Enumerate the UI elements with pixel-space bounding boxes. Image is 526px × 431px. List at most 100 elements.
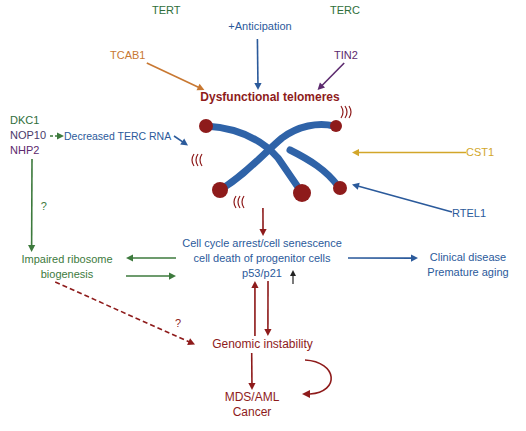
node-text: TCAB1 bbox=[110, 48, 156, 63]
arrow-head bbox=[352, 149, 359, 156]
process-label: Impaired ribosome biogenesis bbox=[8, 252, 126, 282]
gene-label: RTEL1 bbox=[452, 206, 492, 221]
connector-line bbox=[262, 208, 264, 230]
increase-arrow bbox=[292, 274, 293, 284]
connector-line bbox=[50, 135, 58, 137]
telomere-end bbox=[330, 120, 342, 132]
telomere-end bbox=[293, 184, 311, 202]
connector-line bbox=[254, 287, 256, 336]
connector bbox=[264, 281, 271, 336]
arrow-head bbox=[126, 254, 133, 261]
edge-label: ? bbox=[175, 317, 181, 330]
connector bbox=[254, 39, 261, 90]
connector bbox=[352, 183, 452, 212]
arrow-head bbox=[251, 281, 258, 288]
node-text: +Anticipation bbox=[130, 19, 390, 34]
connector-line bbox=[358, 152, 466, 154]
connector bbox=[248, 353, 255, 390]
arrow-head bbox=[290, 270, 296, 276]
connector-line bbox=[31, 159, 33, 246]
gene-label: TCAB1 bbox=[110, 48, 156, 63]
connector-line bbox=[174, 136, 183, 142]
vibration-mark bbox=[341, 106, 343, 118]
connector-line bbox=[251, 353, 253, 384]
arrow-head bbox=[264, 329, 271, 336]
gene-group: TERT TERC+Anticipation bbox=[130, 3, 390, 39]
arrow-head bbox=[318, 82, 325, 90]
node-text: RTEL1 bbox=[452, 206, 492, 221]
edge-label: ? bbox=[41, 199, 47, 212]
node-text: NOP10 bbox=[10, 128, 50, 143]
telomere-end bbox=[199, 119, 213, 133]
connector-line bbox=[348, 257, 412, 259]
node-text: Clinical disease Premature aging bbox=[418, 250, 518, 280]
vibration-marks bbox=[192, 106, 351, 208]
connector bbox=[348, 254, 418, 261]
arrow-head bbox=[57, 132, 64, 139]
vibration-mark bbox=[238, 196, 240, 208]
node-text: MDS/AML Cancer bbox=[222, 390, 282, 420]
connector-line bbox=[267, 281, 269, 330]
telomere-end bbox=[333, 181, 347, 195]
feedback-loop-arrow bbox=[305, 360, 331, 394]
connector bbox=[259, 208, 266, 236]
connector bbox=[55, 282, 195, 345]
vibration-mark bbox=[192, 154, 194, 166]
node-text: Dysfunctional telomeres bbox=[188, 90, 352, 105]
node-text: TERC bbox=[330, 3, 360, 18]
telomere-group: Dysfunctional telomeres bbox=[188, 90, 352, 208]
gene-label: TIN2 bbox=[334, 48, 368, 63]
connector-line bbox=[126, 275, 170, 277]
node-text: NHP2 bbox=[10, 143, 50, 158]
node-text: DKC1 bbox=[10, 113, 50, 128]
connector bbox=[50, 132, 64, 139]
connector-line bbox=[147, 63, 199, 87]
telomere-ends bbox=[199, 119, 347, 202]
outcome-label: MDS/AML Cancer bbox=[222, 390, 282, 420]
connector bbox=[352, 149, 466, 156]
vibration-mark bbox=[242, 196, 244, 208]
node-text: TERT bbox=[152, 3, 181, 18]
telomere-end bbox=[212, 182, 228, 198]
connector-line bbox=[55, 282, 189, 342]
arrow-head bbox=[259, 229, 266, 236]
connector bbox=[147, 63, 205, 90]
connector bbox=[126, 272, 176, 279]
arrow-head bbox=[411, 254, 418, 261]
outcome-label: Clinical disease Premature aging bbox=[418, 250, 518, 280]
chromosome-strand bbox=[206, 126, 300, 190]
connector bbox=[28, 159, 35, 252]
arrow-head bbox=[187, 338, 195, 345]
connector bbox=[318, 63, 345, 90]
node-text: Genomic instability bbox=[195, 336, 330, 353]
vibration-mark bbox=[196, 154, 198, 166]
node-text: TIN2 bbox=[334, 48, 368, 63]
arrow-head bbox=[302, 390, 310, 398]
arrow-head bbox=[352, 183, 360, 190]
process-label: Genomic instability bbox=[195, 336, 330, 353]
arrow-head bbox=[180, 139, 188, 146]
chromosome-strand bbox=[290, 150, 338, 186]
gene-label: CST1 bbox=[466, 145, 502, 160]
process-label: Decreased TERC RNA bbox=[64, 129, 174, 143]
connector bbox=[251, 281, 258, 336]
process-label: Cell cycle arrest/cell senescence cell d… bbox=[176, 236, 348, 281]
connector-line bbox=[358, 186, 452, 212]
connector-line bbox=[132, 257, 176, 259]
node-text: CST1 bbox=[466, 145, 502, 160]
arrow-head bbox=[28, 245, 35, 252]
chromosome-strands bbox=[206, 125, 338, 191]
connector bbox=[174, 136, 188, 145]
connector-line bbox=[257, 39, 259, 84]
node-text: Decreased TERC RNA bbox=[64, 129, 174, 143]
connector-line bbox=[322, 63, 344, 86]
connector bbox=[126, 254, 176, 261]
node-text: Cell cycle arrest/cell senescence cell d… bbox=[176, 236, 348, 281]
arrow-head bbox=[248, 383, 255, 390]
gene-group: DKC1NOP10NHP2 bbox=[10, 113, 50, 159]
arrow-head bbox=[197, 84, 205, 91]
vibration-mark bbox=[349, 106, 351, 118]
